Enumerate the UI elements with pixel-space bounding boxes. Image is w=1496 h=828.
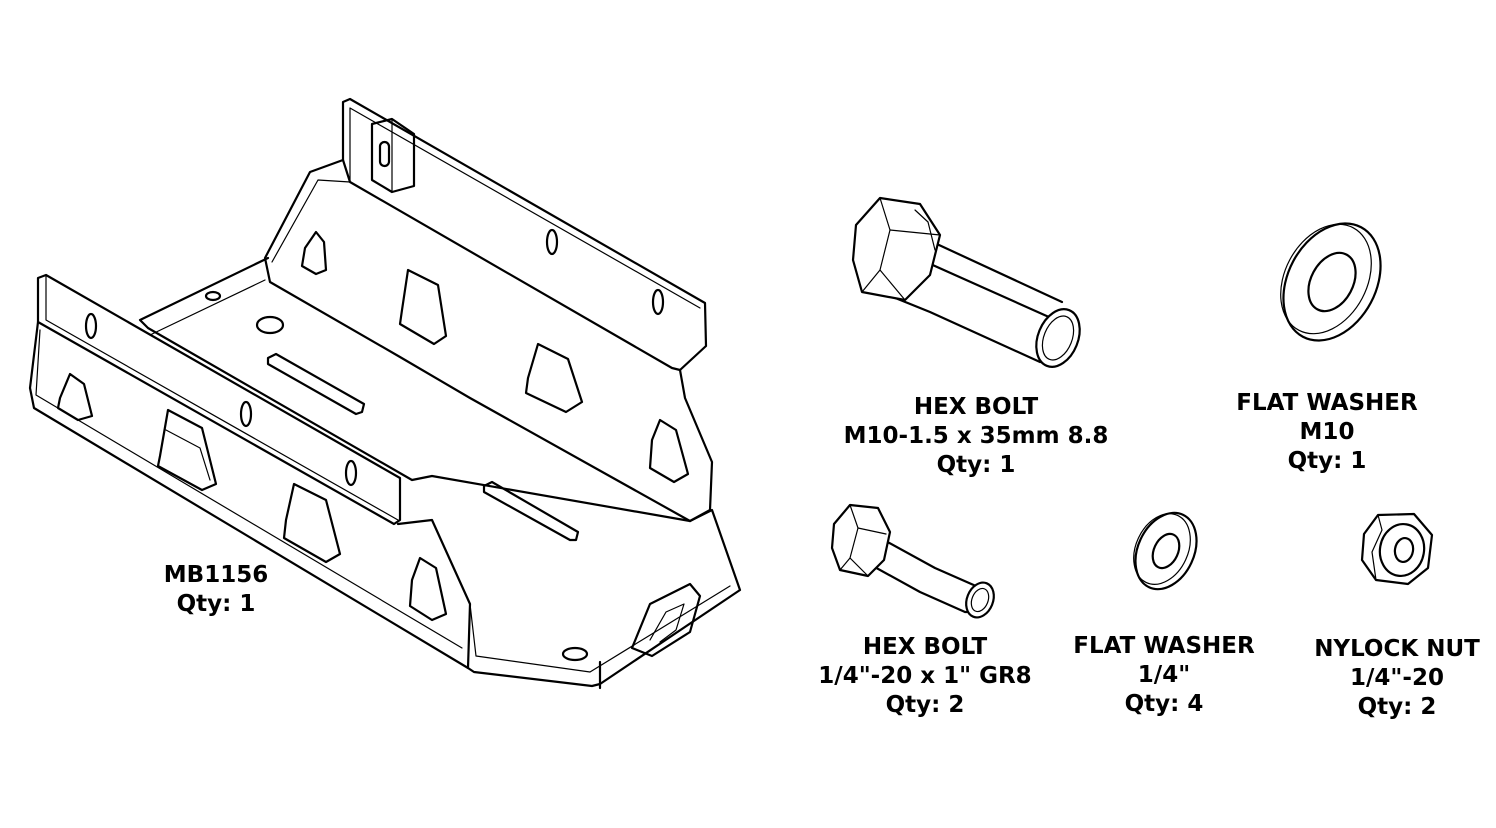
hex-bolt-m10-qty: Qty: 1: [936, 452, 1016, 478]
nylock-nut-qty: Qty: 2: [1357, 694, 1437, 720]
hex-bolt-quarter-drawing: [830, 503, 995, 619]
washer-m10-label: FLAT WASHER M10 Qty: 1: [1217, 389, 1437, 476]
mounting-bracket-drawing: [28, 97, 742, 690]
hex-bolt-quarter-spec: 1/4"-20 x 1" GR8: [818, 663, 1032, 689]
washer-m10-qty: Qty: 1: [1287, 448, 1367, 474]
bracket-part-number: MB1156: [163, 562, 269, 588]
hex-bolt-m10-name: HEX BOLT: [913, 394, 1039, 420]
washer-m10-spec: M10: [1299, 419, 1355, 445]
washer-quarter-spec: 1/4": [1137, 662, 1191, 688]
washer-m10-name: FLAT WASHER: [1236, 390, 1418, 416]
flat-washer-quarter-drawing: [1133, 511, 1198, 591]
washer-quarter-label: FLAT WASHER 1/4" Qty: 4: [1054, 632, 1274, 719]
hex-bolt-quarter-qty: Qty: 2: [885, 692, 965, 718]
hex-bolt-quarter-name: HEX BOLT: [862, 634, 988, 660]
washer-quarter-qty: Qty: 4: [1124, 691, 1204, 717]
flat-washer-m10-drawing: [1280, 222, 1382, 342]
hex-bolt-m10-spec: M10-1.5 x 35mm 8.8: [843, 423, 1109, 449]
nylock-nut-name: NYLOCK NUT: [1314, 636, 1480, 662]
bracket-label: MB1156 Qty: 1: [126, 561, 306, 619]
bracket-qty: Qty: 1: [176, 591, 256, 617]
nylock-nut-spec: 1/4"-20: [1350, 665, 1444, 691]
hex-bolt-m10-drawing: [851, 196, 1081, 368]
hex-bolt-m10-label: HEX BOLT M10-1.5 x 35mm 8.8 Qty: 1: [826, 393, 1126, 480]
nylock-nut-label: NYLOCK NUT 1/4"-20 Qty: 2: [1297, 635, 1496, 722]
hex-bolt-quarter-label: HEX BOLT 1/4"-20 x 1" GR8 Qty: 2: [800, 633, 1050, 720]
nylock-nut-drawing: [1360, 512, 1434, 586]
washer-quarter-name: FLAT WASHER: [1073, 633, 1255, 659]
